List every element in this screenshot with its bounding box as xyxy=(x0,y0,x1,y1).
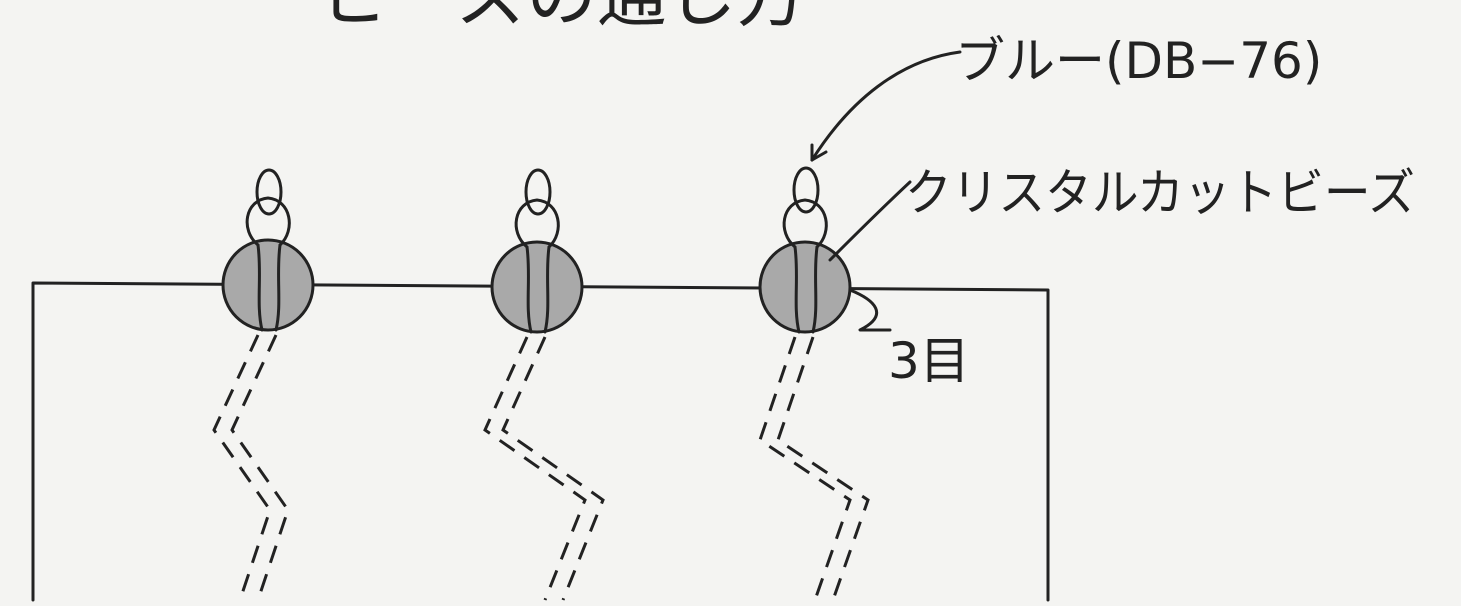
leader-stitch-count xyxy=(848,288,892,332)
blue-bead xyxy=(255,168,283,216)
thread-path-dashed-1 xyxy=(483,336,587,601)
arrowhead-blue xyxy=(810,143,828,162)
thread-path-dashed-1 xyxy=(212,334,272,601)
label-crystal-cut-bead: クリスタルカットビーズ xyxy=(905,164,1415,222)
diagram-title: ビーズの通し方 xyxy=(320,0,807,37)
blue-bead xyxy=(792,166,820,214)
blue-bead xyxy=(524,168,552,216)
thread-loop xyxy=(256,243,282,332)
top-loop xyxy=(782,198,828,249)
label-stitch-count: 3目 xyxy=(888,332,970,390)
thread-path-dashed-1 xyxy=(758,336,852,601)
leader-crystal-bead xyxy=(828,180,912,262)
crystal-cut-bead xyxy=(490,240,584,334)
leader-blue-bead xyxy=(810,50,962,162)
bead-group-3 xyxy=(758,166,870,601)
top-loop xyxy=(514,198,560,249)
bead-group-2 xyxy=(483,168,605,601)
thread-loop xyxy=(525,245,551,334)
crystal-cut-bead xyxy=(758,240,852,334)
thread-path-dashed-2 xyxy=(230,334,290,601)
bead-group-1 xyxy=(212,168,315,601)
thread-path-dashed-2 xyxy=(501,336,605,601)
thread-path-dashed-2 xyxy=(776,336,870,601)
top-loop xyxy=(245,196,291,247)
label-blue-bead: ブルー(DB−76) xyxy=(955,32,1322,90)
crystal-cut-bead xyxy=(221,238,315,332)
thread-loop xyxy=(793,245,819,334)
